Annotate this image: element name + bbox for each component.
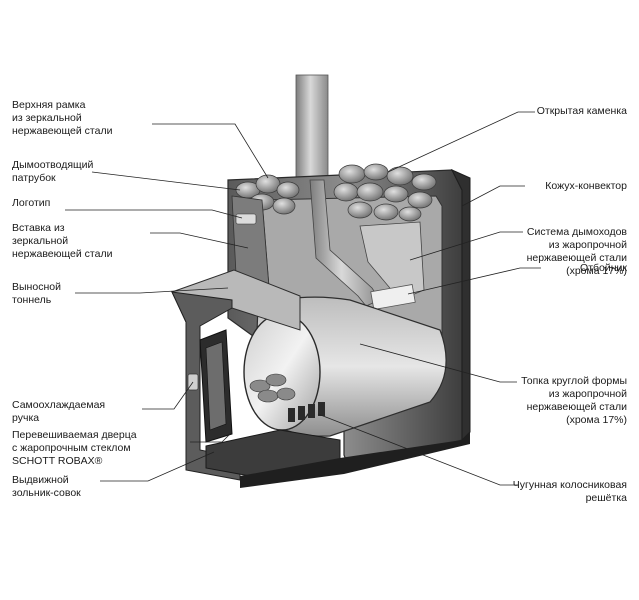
logo-plate [235, 213, 257, 225]
label-cast-iron-grate: Чугунная колосниковая решётка [513, 479, 627, 505]
label-convector-casing: Кожух-конвектор [545, 180, 627, 193]
label-line: зеркальной [12, 235, 69, 247]
label-line: Дымоотводящий [12, 159, 94, 171]
label-line: зольник-совок [12, 487, 81, 499]
door-glass [205, 341, 227, 431]
label-line: из зеркальной [12, 112, 82, 124]
label-line: тоннель [12, 294, 52, 306]
label-line: нержавеющей стали [12, 248, 113, 260]
label-line: из жаропрочной [548, 239, 627, 251]
label-self-cooling-handle: Самоохлаждаемая ручка [12, 399, 105, 425]
cast-iron-grate [288, 402, 325, 422]
label-line: нержавеющей стали [526, 252, 627, 264]
firewood [249, 373, 296, 403]
label-deflector: Отбойник [580, 262, 627, 275]
label-line: Отбойник [580, 262, 627, 274]
label-line: ручка [12, 412, 40, 424]
label-line: Перевешиваемая дверца [12, 429, 137, 441]
label-line: Чугунная колосниковая [512, 479, 627, 491]
label-line: Открытая каменка [536, 105, 627, 117]
label-line: Система дымоходов [526, 226, 627, 238]
label-line: Логотип [12, 197, 51, 209]
label-line: Топка круглой формы [521, 375, 627, 387]
label-line: SCHOTT ROBAX® [12, 455, 103, 467]
label-line: Верхняя рамка [12, 99, 86, 111]
label-reversible-door: Перевешиваемая дверца с жаропрочным стек… [12, 429, 137, 468]
label-line: (хрома 17%) [566, 265, 627, 277]
label-remote-tunnel: Выносной тоннель [12, 281, 61, 307]
label-ash-drawer: Выдвижной зольник-совок [12, 474, 81, 500]
label-upper-frame: Верхняя рамка из зеркальной нержавеющей … [12, 99, 112, 138]
label-line: Вставка из [12, 222, 65, 234]
deflector [370, 284, 416, 310]
label-line: решётка [585, 492, 627, 504]
label-line: с жаропрочным стеклом [12, 442, 131, 454]
leader-lines [65, 111, 541, 486]
label-flue-pipe: Дымоотводящий патрубок [12, 159, 93, 185]
label-flue-system: Система дымоходов из жаропрочной нержаве… [527, 226, 627, 278]
label-open-heater: Открытая каменка [537, 105, 627, 118]
label-line: нержавеющей стали [12, 125, 113, 137]
label-line: Самоохлаждаемая [12, 399, 106, 411]
heater-stones [235, 163, 437, 222]
label-logo: Логотип [12, 197, 50, 210]
label-line: Кожух-конвектор [545, 180, 627, 192]
label-line: патрубок [12, 172, 56, 184]
label-line: Выдвижной [12, 474, 69, 486]
stove-base [240, 432, 470, 488]
label-line: из жаропрочной [548, 388, 627, 400]
label-line: нержавеющей стали [526, 401, 627, 413]
label-mirror-insert: Вставка из зеркальной нержавеющей стали [12, 222, 112, 261]
label-line: (хрома 17%) [566, 414, 627, 426]
label-line: Выносной [12, 281, 61, 293]
label-round-firebox: Топка круглой формы из жаропрочной нержа… [521, 375, 627, 427]
chimney-pipe [295, 74, 329, 181]
